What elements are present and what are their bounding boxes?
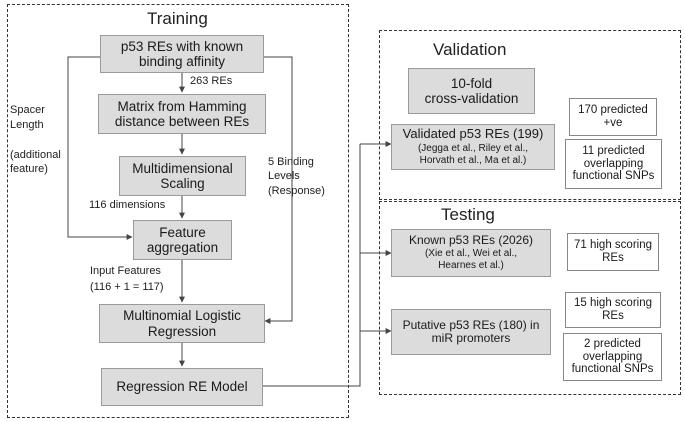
known-res-box: Known p53 REs (2026) (Xie et al., Wei et… bbox=[391, 229, 551, 277]
validation-snps-box: 11 predicted overlapping functional SNPs bbox=[565, 139, 662, 189]
input-features-label: Input Features (116 + 1 = 117) bbox=[90, 265, 164, 293]
spacer-length-label: Spacer Length (additional feature) bbox=[10, 104, 61, 176]
validated-res-box: Validated p53 REs (199) (Jegga et al., R… bbox=[391, 124, 555, 170]
feature-aggregation-box: Feature aggregation bbox=[133, 220, 232, 260]
known-res-references: (Xie et al., Wei et al., Hearnes et al.) bbox=[424, 248, 518, 272]
testing-known-result-box: 71 high scoring REs bbox=[567, 233, 659, 271]
known-affinity-box: p53 REs with known binding affinity bbox=[100, 35, 264, 73]
multinomial-regression-box: Multinomial Logistic Regression bbox=[99, 304, 265, 343]
testing-title: Testing bbox=[441, 205, 495, 224]
training-title: Training bbox=[147, 9, 208, 28]
mds-box: Multidimensional Scaling bbox=[119, 156, 246, 196]
putative-res-box: Putative p53 REs (180) in miR promoters bbox=[391, 309, 551, 355]
cross-validation-box: 10-fold cross-validation bbox=[408, 68, 535, 114]
regression-model-box: Regression RE Model bbox=[101, 368, 263, 406]
validation-title: Validation bbox=[433, 40, 507, 59]
dimensions-label: 116 dimensions bbox=[89, 199, 166, 211]
binding-levels-label: 5 Binding Levels (Response) bbox=[268, 156, 325, 197]
testing-snps-box: 2 predicted overlapping functional SNPs bbox=[563, 333, 662, 381]
validated-res-title: Validated p53 REs (199) bbox=[402, 126, 544, 142]
hamming-matrix-box: Matrix from Hamming distance between REs bbox=[98, 94, 266, 134]
validation-positive-box: 170 predicted +ve bbox=[569, 98, 657, 136]
testing-putative-result-box: 15 high scoring REs bbox=[565, 292, 661, 328]
validation-region bbox=[379, 30, 681, 200]
known-res-title: Known p53 REs (2026) bbox=[408, 232, 534, 247]
validated-res-references: (Jegga et al., Riley et al., Horvath et … bbox=[417, 142, 529, 166]
testing-region bbox=[379, 201, 681, 395]
res-count-label: 263 REs bbox=[190, 75, 233, 87]
